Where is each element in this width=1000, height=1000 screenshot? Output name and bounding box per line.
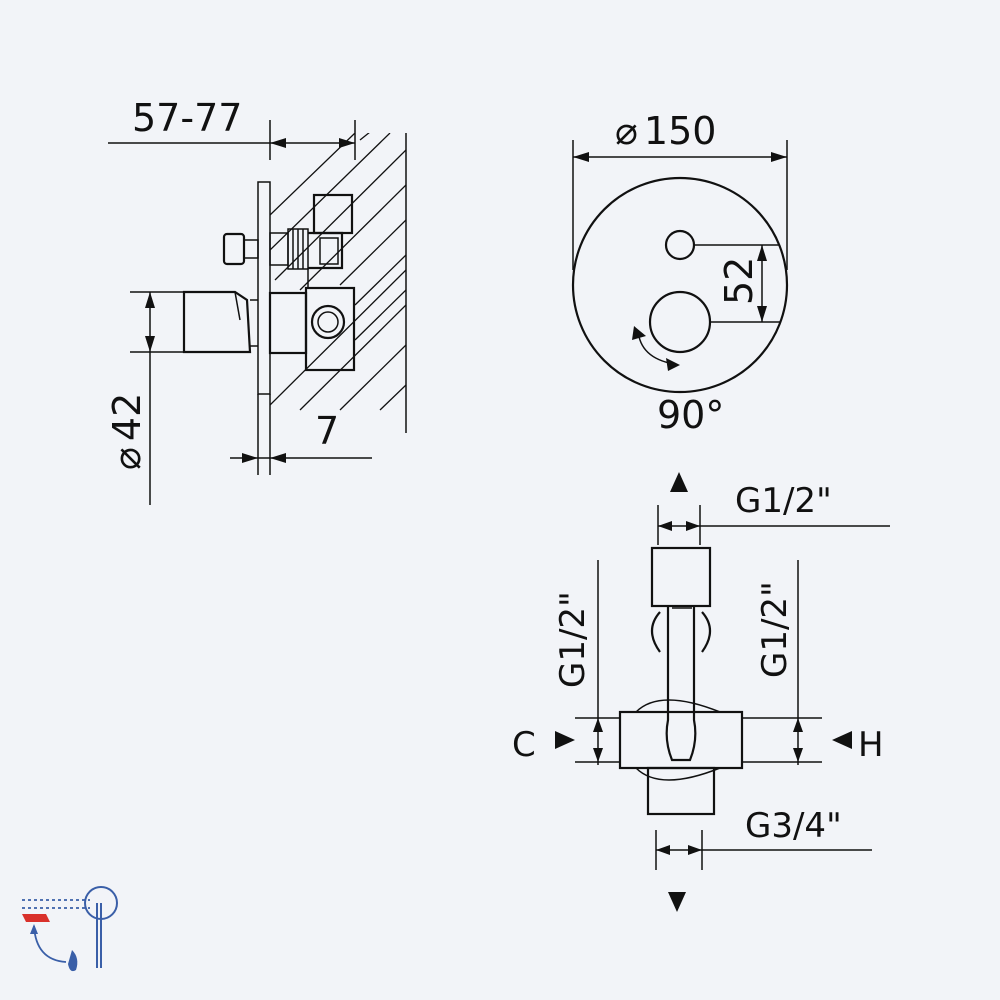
depth-dimension: 57-77 xyxy=(108,96,356,160)
handle-front xyxy=(648,290,712,354)
diameter-42-value: 42 xyxy=(105,393,149,441)
diverter-knob xyxy=(222,228,309,270)
right-thread-label: G1/2" xyxy=(755,581,795,678)
front-view: ⌀150 52 90° xyxy=(571,109,789,437)
rotation-label: 90° xyxy=(657,393,724,437)
spacing-52-dimension: 52 xyxy=(694,244,780,323)
diameter-symbol: ⌀ xyxy=(105,447,149,470)
shower-mixer-logo-icon xyxy=(22,886,118,972)
diameter-42-dimension: ⌀ 42 xyxy=(105,291,184,505)
rotation-arrow: 90° xyxy=(632,326,724,437)
bottom-thread-dimension: G3/4" xyxy=(655,806,872,870)
right-thread-dimension: G1/2" H xyxy=(742,560,884,765)
valve-body-view: G1/2" G1/2" C xyxy=(512,472,890,912)
inlet-arrow-bottom xyxy=(668,892,686,912)
outlet-arrow-top xyxy=(670,472,688,492)
spacing-52-label: 52 xyxy=(717,257,761,305)
diameter-150-dimension: ⌀150 xyxy=(572,109,788,270)
cover-plate xyxy=(257,181,271,395)
diameter-150-value: 150 xyxy=(644,109,717,153)
side-view: 57-77 xyxy=(105,96,407,505)
offset-dimension: 7 xyxy=(230,394,372,475)
wall-hatching xyxy=(270,133,407,433)
diameter-symbol: ⌀ xyxy=(615,109,638,153)
diameter-42-label: ⌀ 42 xyxy=(105,393,149,470)
bottom-fitting xyxy=(646,766,716,816)
hot-inlet-arrow xyxy=(832,731,852,749)
valve-body xyxy=(268,193,356,372)
top-thread-dimension: G1/2" xyxy=(657,481,890,545)
cold-inlet-arrow xyxy=(555,731,575,749)
diverter-knob-front xyxy=(664,229,696,261)
top-thread-label: G1/2" xyxy=(735,481,832,521)
left-thread-dimension: G1/2" C xyxy=(512,560,620,765)
handle xyxy=(182,290,252,354)
bottom-thread-label: G3/4" xyxy=(745,806,842,846)
label-c: C xyxy=(512,725,536,765)
cover-plate-circle xyxy=(571,176,789,394)
depth-dimension-label: 57-77 xyxy=(132,96,242,140)
diameter-150-label: ⌀150 xyxy=(615,109,716,153)
top-fitting xyxy=(650,546,712,608)
pipe xyxy=(665,606,697,762)
left-thread-label: G1/2" xyxy=(553,591,593,688)
offset-dimension-label: 7 xyxy=(315,409,339,453)
label-h: H xyxy=(858,725,884,765)
